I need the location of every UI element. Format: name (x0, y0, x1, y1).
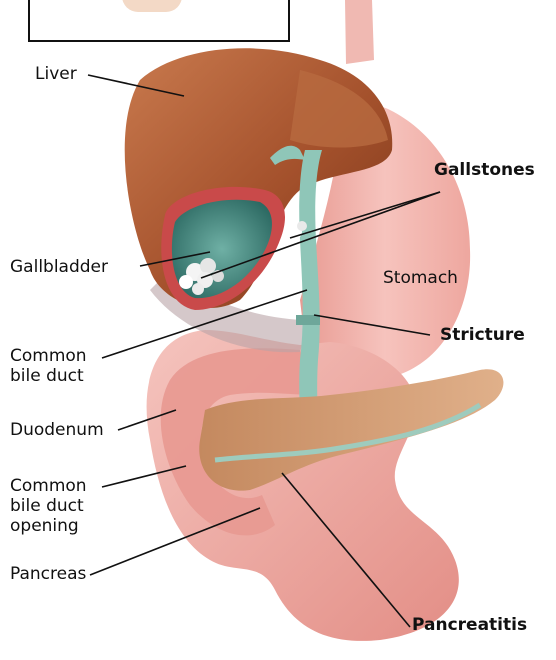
label-duodenum: Duodenum (10, 420, 104, 440)
label-pancreatitis: Pancreatitis (412, 615, 527, 635)
label-gallstones: Gallstones (434, 160, 535, 180)
label-gallbladder: Gallbladder (10, 257, 108, 277)
inset-figure (122, 0, 182, 12)
stricture-band (296, 315, 320, 325)
esophagus (345, 0, 374, 64)
label-liver: Liver (35, 64, 77, 84)
label-stricture: Stricture (440, 325, 525, 345)
label-common-bile-duct: Common bile duct (10, 346, 87, 386)
inset-frame (28, 0, 290, 42)
label-pancreas: Pancreas (10, 564, 86, 584)
label-common-bile-duct-opening: Common bile duct opening (10, 476, 87, 536)
label-stomach: Stomach (383, 268, 458, 288)
